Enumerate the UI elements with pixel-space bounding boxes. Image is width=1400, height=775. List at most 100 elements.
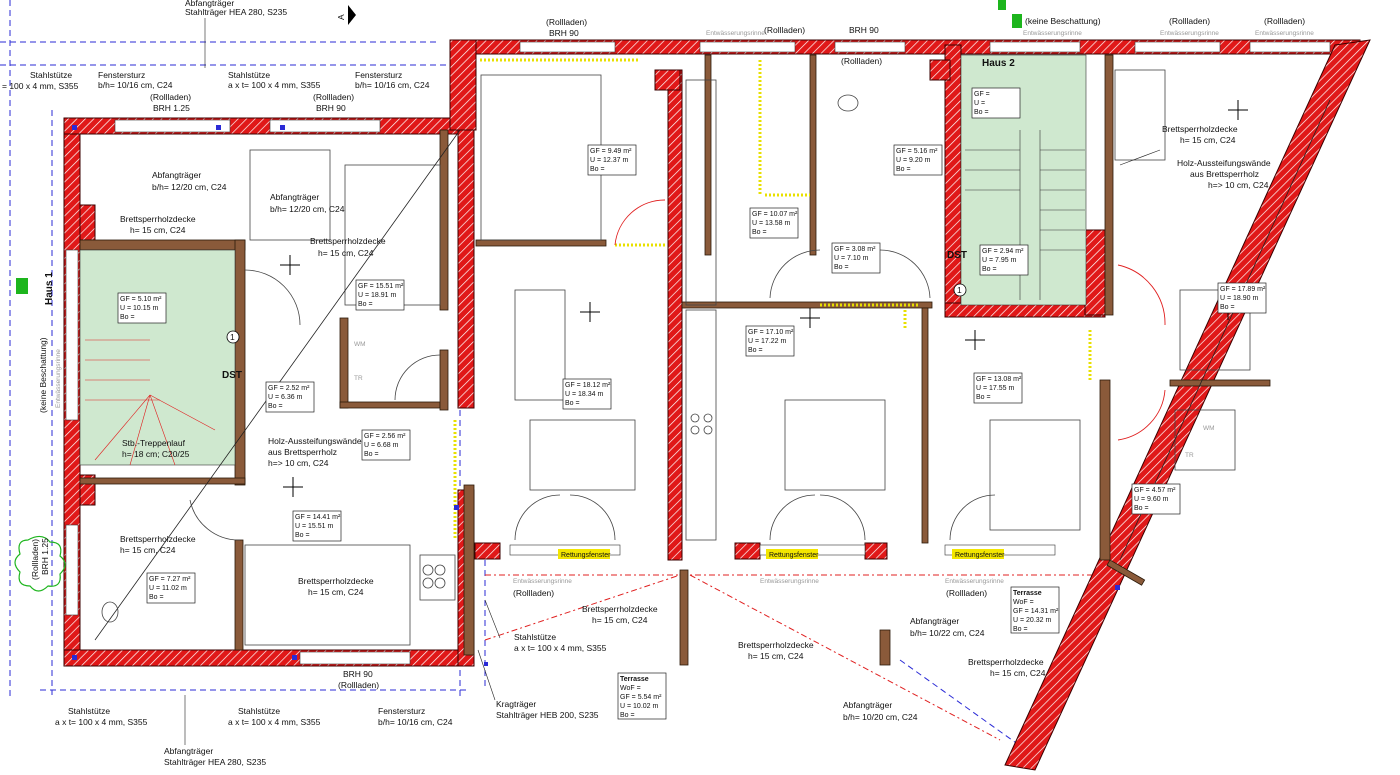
room-u-value: U = xyxy=(974,100,985,107)
svg-text:Brettsperrholzdecke: Brettsperrholzdecke xyxy=(968,657,1044,667)
room-u-value: U = 9.20 m xyxy=(896,157,931,164)
yellow-wall-markings xyxy=(453,58,1092,540)
svg-text:Brettsperrholzdecke: Brettsperrholzdecke xyxy=(310,236,386,246)
room-u-value: U = 11.02 m xyxy=(149,585,187,592)
room-gf-value: GF = 5.16 m² xyxy=(896,148,938,155)
svg-text:Stahlstütze: Stahlstütze xyxy=(238,706,280,716)
terrace-gf-value: GF = 14.31 m² xyxy=(1013,608,1059,615)
svg-text:(Rollladen): (Rollladen) xyxy=(764,25,805,35)
haus-1-label: Haus 1 xyxy=(44,272,55,305)
room-gf-value: GF = 18.12 m² xyxy=(565,382,611,389)
terrace-axis-lines xyxy=(484,574,1120,741)
room-bo-value: Bo = xyxy=(149,594,164,601)
room-info-box: GF = 17.10 m²U = 17.22 mBo = xyxy=(745,325,795,357)
svg-text:(Rollladen): (Rollladen) xyxy=(338,680,379,690)
svg-text:Stb.-Treppenlauf: Stb.-Treppenlauf xyxy=(122,438,186,448)
svg-text:(Rollladen): (Rollladen) xyxy=(1264,16,1305,26)
rettungsfenster-label-2: Rettungsfenster xyxy=(769,552,819,559)
svg-text:a x t= 100 x 4 mm, S355: a x t= 100 x 4 mm, S355 xyxy=(228,717,321,727)
svg-text:Fenstersturz: Fenstersturz xyxy=(98,70,145,80)
svg-text:WM: WM xyxy=(1203,425,1215,432)
steel-columns xyxy=(72,125,1120,666)
room-info-box: GF = 18.12 m²U = 18.34 mBo = xyxy=(562,378,612,410)
svg-text:aus Brettsperrholz: aus Brettsperrholz xyxy=(1190,169,1259,179)
room-gf-value: GF = 7.27 m² xyxy=(149,576,191,583)
svg-text:Stahlstütze: Stahlstütze xyxy=(68,706,110,716)
room-info-box: GF = 5.10 m²U = 10.15 mBo = xyxy=(117,292,167,324)
room-info-box: GF = 2.56 m²U = 6.68 mBo = xyxy=(361,429,411,461)
exit-sign-icons xyxy=(16,0,1022,294)
svg-text:Abfangträger: Abfangträger xyxy=(152,170,201,180)
room-u-value: U = 7.10 m xyxy=(834,255,869,262)
svg-text:(Rollladen): (Rollladen) xyxy=(546,17,587,27)
staircase-haus-1 xyxy=(79,249,236,466)
room-u-value: U = 9.60 m xyxy=(1134,496,1169,503)
svg-text:BRH 90: BRH 90 xyxy=(549,28,579,38)
terrace-title-value: Terrasse xyxy=(620,676,649,683)
room-gf-value: GF = 2.94 m² xyxy=(982,248,1024,255)
svg-text:h= 15 cm, C24: h= 15 cm, C24 xyxy=(748,651,804,661)
leader-lines xyxy=(184,18,1161,745)
label-abfang-top-left: Abfangträger xyxy=(185,0,234,8)
svg-text:Brettsperrholzdecke: Brettsperrholzdecke xyxy=(1162,124,1238,134)
revision-cloud xyxy=(14,535,66,592)
room-bo-value: Bo = xyxy=(982,266,997,273)
svg-text:b/h= 10/20 cm, C24: b/h= 10/20 cm, C24 xyxy=(843,712,918,722)
svg-text:Entwässerungsrinne: Entwässerungsrinne xyxy=(760,578,819,585)
furniture xyxy=(94,69,1331,646)
room-u-value: U = 6.36 m xyxy=(268,394,303,401)
room-info-box: GF = 15.51 m² U = 18.91 m Bo = xyxy=(355,279,405,311)
room-u-value: U = 18.34 m xyxy=(565,391,603,398)
svg-text:(keine Beschattung): (keine Beschattung) xyxy=(1025,16,1101,26)
room-u-value: U = 18.91 m xyxy=(358,292,396,299)
room-bo-value: Bo = xyxy=(1220,304,1235,311)
room-gf-value: GF = 4.57 m² xyxy=(1134,487,1176,494)
svg-text:a x t= 100 x 4 mm, S355: a x t= 100 x 4 mm, S355 xyxy=(228,80,321,90)
terrace-bo-value: Bo = xyxy=(1013,626,1028,633)
room-gf-value: GF = xyxy=(974,91,990,98)
room-info-box: GF = 3.08 m²U = 7.10 mBo = xyxy=(831,242,881,274)
svg-text:Kragträger: Kragträger xyxy=(496,699,536,709)
room-info-box: GF = 2.94 m²U = 7.95 mBo = xyxy=(979,244,1029,276)
room-gf-value: GF = 5.10 m² xyxy=(120,296,162,303)
room-info-box: GF =U =Bo = xyxy=(971,87,1021,119)
room-gf-value: GF = 15.51 m² xyxy=(358,283,404,290)
svg-text:Brettsperrholzdecke: Brettsperrholzdecke xyxy=(298,576,374,586)
terrace-u-value: U = 20.32 m xyxy=(1013,617,1051,624)
svg-text:Fenstersturz: Fenstersturz xyxy=(378,706,425,716)
room-info-box: GF = 9.49 m²U = 12.37 mBo = xyxy=(587,144,637,176)
svg-text:h=> 10 cm, C24: h=> 10 cm, C24 xyxy=(268,458,329,468)
svg-text:(Rollladen): (Rollladen) xyxy=(313,92,354,102)
svg-text:(Rollladen): (Rollladen) xyxy=(30,539,40,580)
room-info-box: GF = 2.52 m²U = 6.36 mBo = xyxy=(265,381,315,413)
annotations: Abfangträger Stahlträger HEA 280, S235 S… xyxy=(2,0,1314,767)
terrace-wof-value: WoF = xyxy=(1013,599,1034,606)
label-stahlstuetze-tl: Stahlstütze xyxy=(30,70,72,80)
svg-text:Stahlstütze: Stahlstütze xyxy=(514,632,556,642)
haus-2-label: Haus 2 xyxy=(982,58,1015,69)
svg-text:h= 15 cm, C24: h= 15 cm, C24 xyxy=(1180,135,1236,145)
room-bo-value: Bo = xyxy=(358,301,373,308)
room-info-box: GF = 17.89 m²U = 18.90 mBo = xyxy=(1217,282,1267,314)
interior-walls xyxy=(79,54,1271,666)
room-bo-value: Bo = xyxy=(1134,505,1149,512)
svg-text:DST: DST xyxy=(222,370,242,381)
room-bo-value: Bo = xyxy=(748,347,763,354)
room-info-box: GF = 7.27 m² U = 11.02 m Bo = xyxy=(146,572,196,604)
axis-circle-markers: 1 1 xyxy=(226,283,967,344)
room-gf-value: GF = 3.08 m² xyxy=(834,246,876,253)
room-gf-value: GF = 17.10 m² xyxy=(748,329,794,336)
room-bo-value: Bo = xyxy=(295,532,310,539)
svg-text:a x t= 100 x 4 mm, S355: a x t= 100 x 4 mm, S355 xyxy=(514,643,607,653)
room-gf-value: GF = 2.56 m² xyxy=(364,433,406,440)
room-info-box: GF = 13.08 m²U = 17.55 mBo = xyxy=(973,372,1023,404)
svg-text:Abfangträger: Abfangträger xyxy=(843,700,892,710)
svg-text:Entwässerungsrinne: Entwässerungsrinne xyxy=(513,578,572,585)
svg-text:h= 15 cm, C24: h= 15 cm, C24 xyxy=(130,225,186,235)
room-info-box: GF = 4.57 m² U = 9.60 m Bo = xyxy=(1131,483,1181,515)
room-gf-value: GF = 14.41 m² xyxy=(295,514,341,521)
svg-text:Fenstersturz: Fenstersturz xyxy=(355,70,402,80)
rettungsfenster-label-3: Rettungsfenster xyxy=(955,552,1005,559)
room-gf-value: GF = 9.49 m² xyxy=(590,148,632,155)
